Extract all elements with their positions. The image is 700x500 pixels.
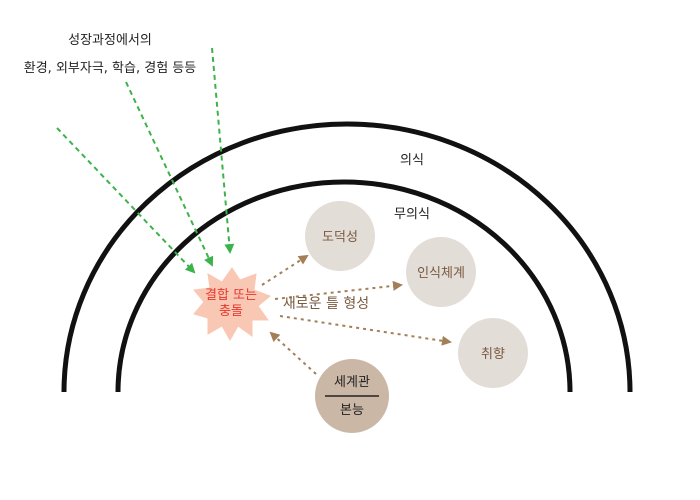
instinct-label: 본능: [340, 403, 364, 418]
note-line-1: 성장과정에서의: [68, 33, 152, 48]
note-line-2: 환경, 외부자극, 학습, 경험 등등: [24, 61, 196, 76]
morality-label: 도덕성: [322, 230, 358, 245]
consciousness-label: 의식: [400, 153, 424, 168]
collision-burst: [193, 267, 271, 342]
taste-node: [458, 318, 528, 388]
taste-label: 취향: [481, 347, 505, 362]
collision-label-line-2: 충돌: [219, 304, 243, 319]
morality-node: [305, 201, 375, 271]
arrow-from-worldview: [269, 331, 317, 375]
cognition-label: 인식체계: [417, 266, 465, 281]
arrow-to-morality: [261, 254, 309, 286]
collision-label-line-1: 결합 또는: [205, 288, 257, 303]
unconscious-label: 무의식: [394, 207, 430, 222]
arrow-to-taste: [279, 315, 452, 346]
new-frame-label: 새로운 틀 형성: [283, 296, 369, 312]
cognition-node: [406, 237, 476, 307]
input-arrow-2: [125, 81, 214, 267]
worldview-label: 세계관: [334, 375, 370, 390]
input-arrow-3: [211, 47, 235, 254]
unconscious-arc: [115, 179, 573, 393]
input-arrow-1: [56, 127, 196, 274]
consciousness-arc: [61, 121, 633, 393]
arrow-to-cognition: [274, 280, 403, 300]
